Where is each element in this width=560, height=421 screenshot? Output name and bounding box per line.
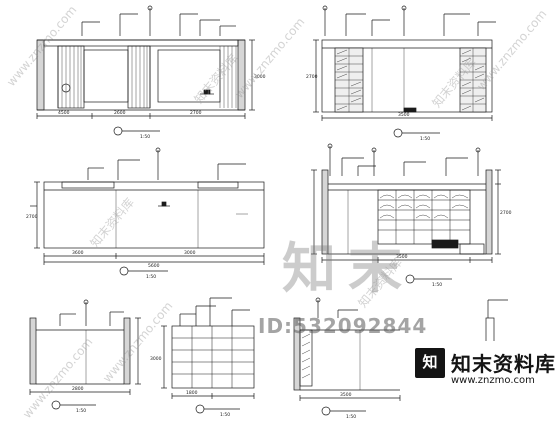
elevation-d [311, 143, 501, 284]
dim-label: 2700 [190, 110, 202, 116]
dim-label: 2700 [26, 214, 38, 220]
elevation-f [161, 297, 255, 414]
scale-label: 1:50 [220, 412, 230, 418]
dim-label: 2600 [114, 110, 126, 116]
elevation-d-leaders [327, 143, 481, 176]
brand-logo-icon [415, 348, 445, 378]
elevation-g-leaders [315, 297, 508, 318]
elevation-g [293, 297, 508, 416]
dim-label: 2700 [500, 210, 512, 216]
dim-label: 1800 [186, 390, 198, 396]
dim-label: 2800 [72, 386, 84, 392]
elevation-f-leaders [179, 297, 250, 326]
dim-label: 3500 [398, 112, 410, 118]
dim-label: 2700 [306, 74, 318, 80]
elevation-b [313, 5, 496, 138]
dim-label: 5600 [148, 263, 160, 269]
scale-label: 1:50 [432, 282, 442, 288]
watermark-id: ID:532092844 [258, 314, 428, 338]
scale-label: 1:50 [76, 408, 86, 414]
scale-label: 1:50 [420, 136, 430, 142]
elevation-a-leaders [81, 5, 236, 36]
elevation-a [36, 5, 255, 136]
dim-label: 3000 [150, 356, 162, 362]
watermark-big: 知末 [282, 237, 414, 300]
scale-label: 1:50 [140, 134, 150, 140]
elevation-c-leaders [87, 147, 246, 180]
elevation-c [30, 147, 265, 276]
dim-label: 3600 [72, 250, 84, 256]
dim-label: 4500 [58, 110, 70, 116]
elevation-b-leaders [322, 5, 496, 36]
elevation-e [29, 299, 141, 410]
dim-label: 3500 [396, 254, 408, 260]
dim-label: 3000 [254, 74, 266, 80]
scale-label: 1:50 [146, 274, 156, 280]
scale-label: 1:50 [346, 414, 356, 420]
dim-label: 3000 [184, 250, 196, 256]
brand-url: www.znzmo.com [451, 375, 535, 386]
brand-name: 知末资料库 [451, 352, 556, 376]
dim-label: 3500 [340, 392, 352, 398]
elevation-e-leaders [59, 299, 124, 326]
brand-logo-glyph: 知 [422, 353, 438, 371]
brand-watermark-badge: 知 知末资料库 www.znzmo.com [407, 341, 560, 420]
